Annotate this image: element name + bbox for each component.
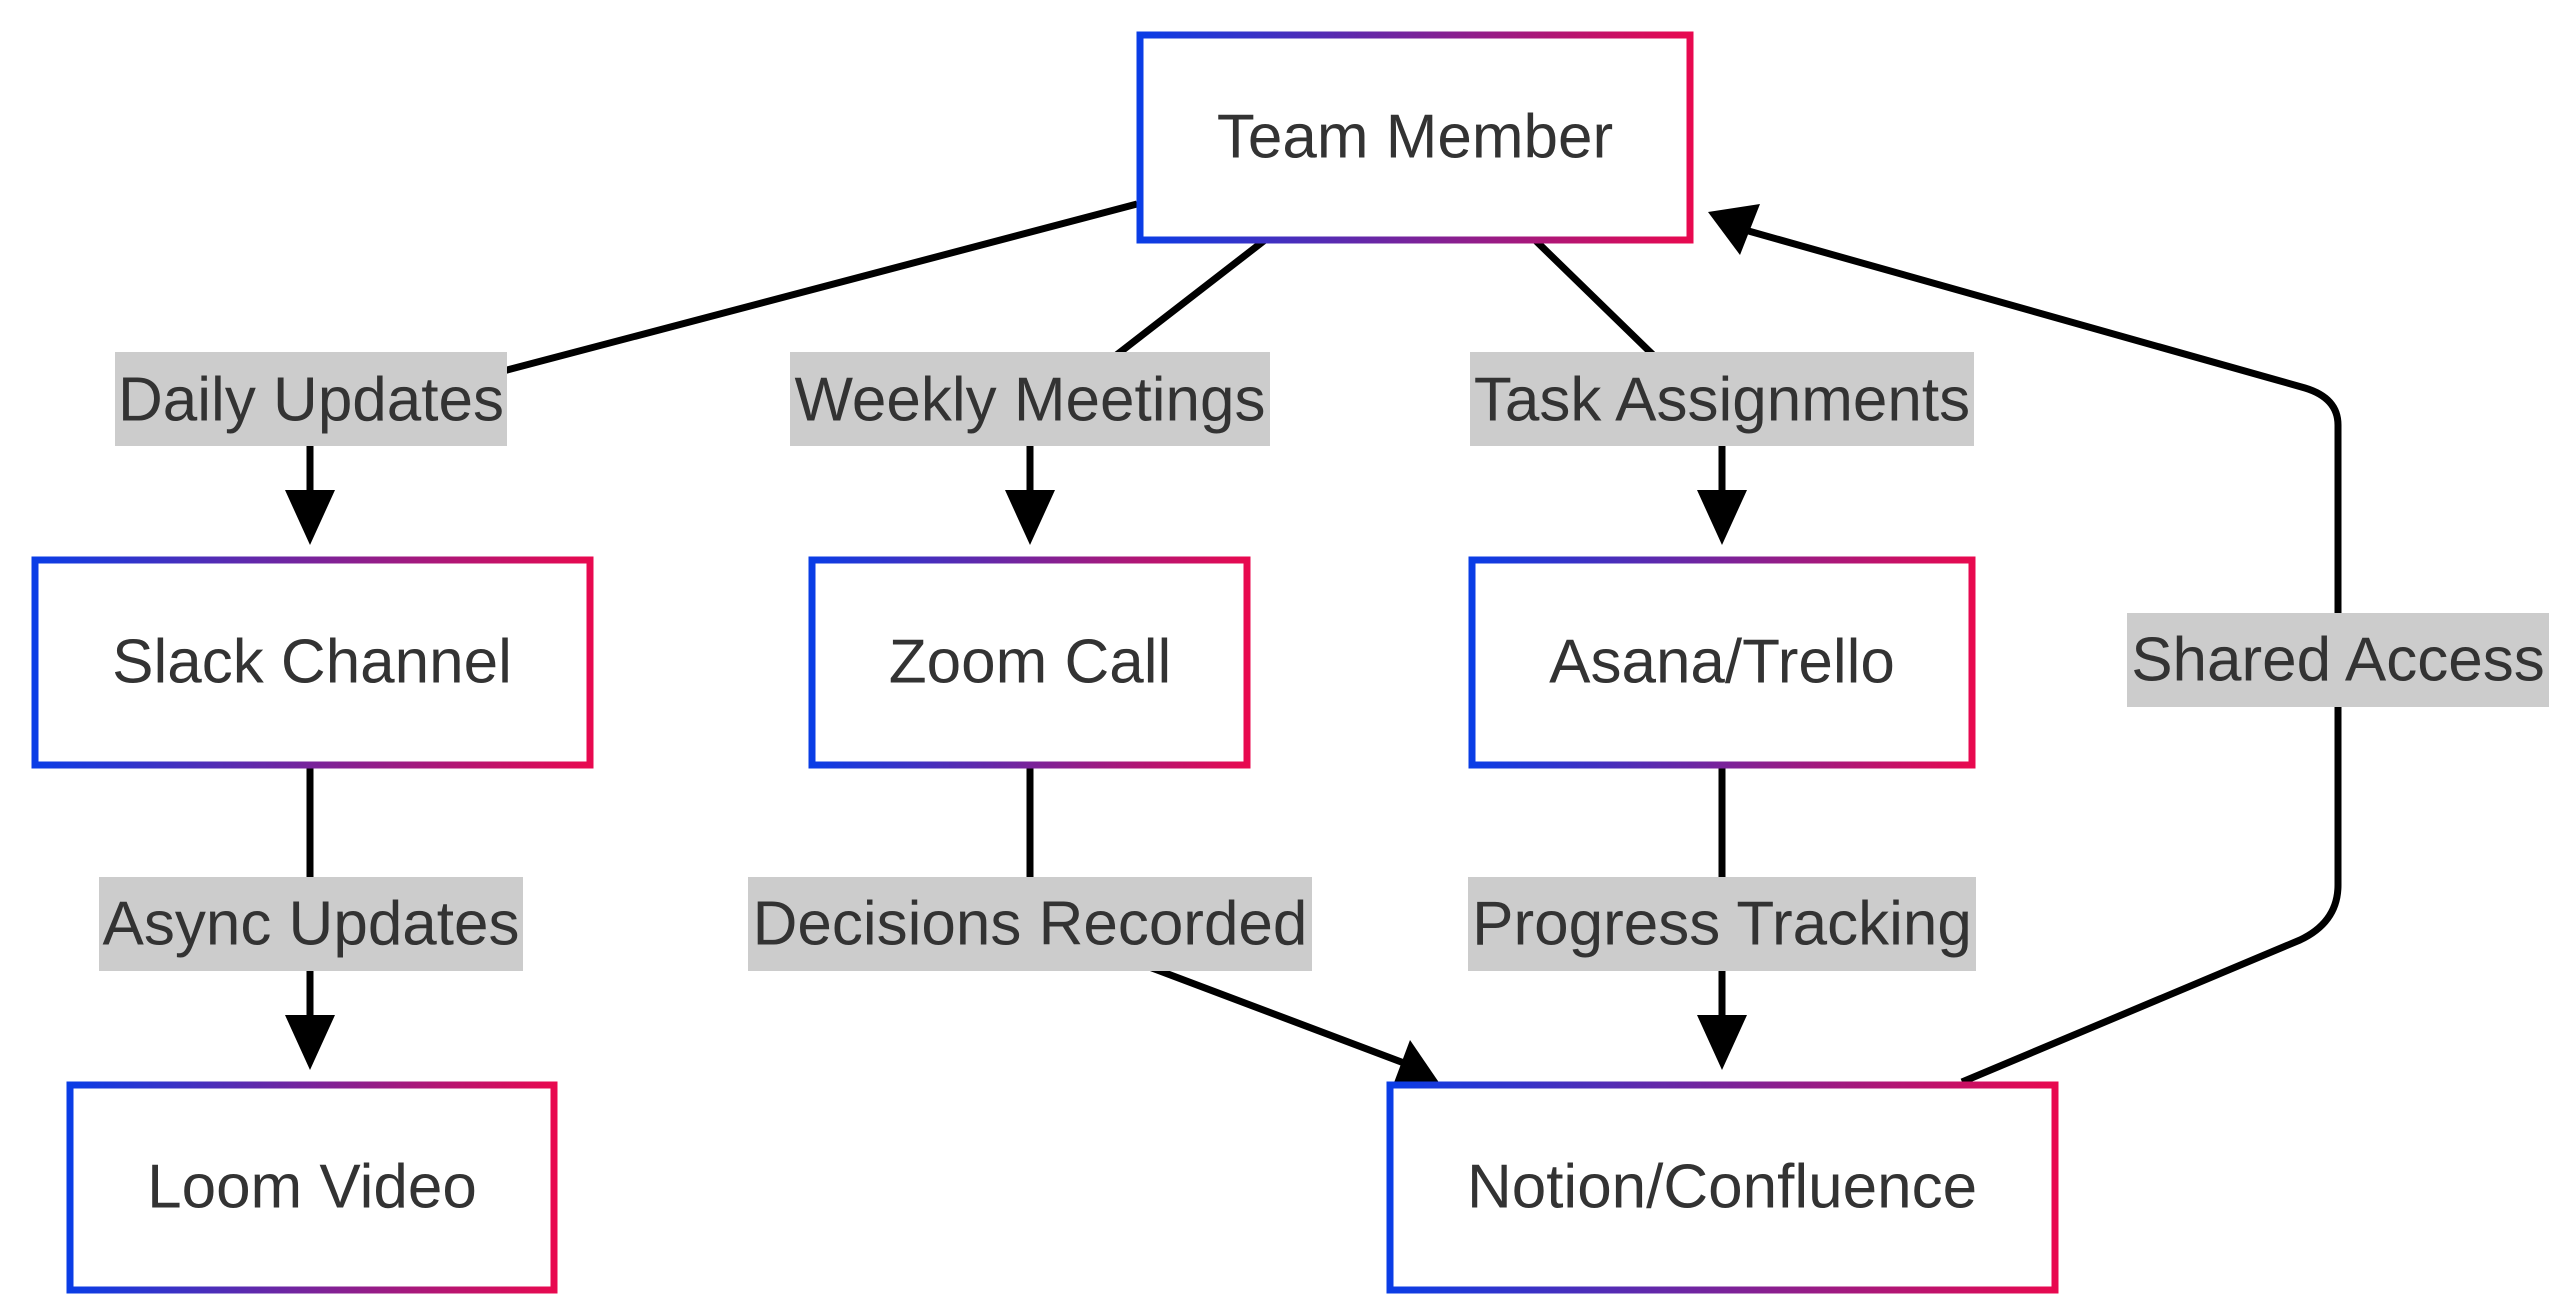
node-team-member[interactable]: Team Member [1136,31,1694,244]
node-zoom-call[interactable]: Zoom Call [808,556,1251,769]
node-zoom-call-label: Zoom Call [889,628,1172,697]
edge-label-progress-tracking-text: Progress Tracking [1472,890,1972,959]
arrowhead-team-member [1708,204,1760,255]
node-loom-video[interactable]: Loom Video [66,1081,558,1294]
edge-label-daily-updates: Daily Updates [115,352,507,446]
node-notion-confluence-label: Notion/Confluence [1467,1153,1977,1222]
edge-label-decisions-recorded: Decisions Recorded [748,877,1312,971]
edge-label-daily-updates-text: Daily Updates [118,366,504,435]
edge-label-weekly-meetings: Weekly Meetings [790,352,1270,446]
edge-label-task-assignments: Task Assignments [1470,352,1974,446]
node-asana-trello-label: Asana/Trello [1549,628,1895,697]
node-loom-video-label: Loom Video [147,1153,477,1222]
node-slack-channel[interactable]: Slack Channel [31,556,594,769]
nodes: Team Member Slack Channel Zoom Call Asan… [31,31,2059,1294]
arrowhead-zoom-call [1005,490,1055,545]
edge-line-daily-updates [306,200,1138,495]
edge-label-shared-access-text: Shared Access [2131,626,2545,695]
edge-label-shared-access: Shared Access [2127,613,2549,707]
edge-label-async-updates: Async Updates [99,877,523,971]
edge-label-progress-tracking: Progress Tracking [1468,877,1976,971]
arrowhead-loom-video [285,1015,335,1070]
node-team-member-label: Team Member [1217,103,1613,172]
node-asana-trello[interactable]: Asana/Trello [1468,556,1976,769]
arrowhead-asana-trello [1697,490,1747,545]
arrowhead-slack-channel [285,490,335,545]
edge-label-decisions-recorded-text: Decisions Recorded [753,890,1308,959]
node-slack-channel-label: Slack Channel [112,628,512,697]
edge-label-task-assignments-text: Task Assignments [1474,366,1970,435]
edge-label-async-updates-text: Async Updates [103,890,520,959]
edge-line-shared-access [1744,226,2342,1086]
arrowhead-notion-from-zoom [1392,1040,1440,1088]
edge-label-weekly-meetings-text: Weekly Meetings [795,366,1266,435]
node-notion-confluence[interactable]: Notion/Confluence [1386,1081,2059,1294]
arrowhead-notion-from-asana [1697,1015,1747,1070]
edge-labels: Daily Updates Weekly Meetings Task Assig… [99,352,2549,971]
